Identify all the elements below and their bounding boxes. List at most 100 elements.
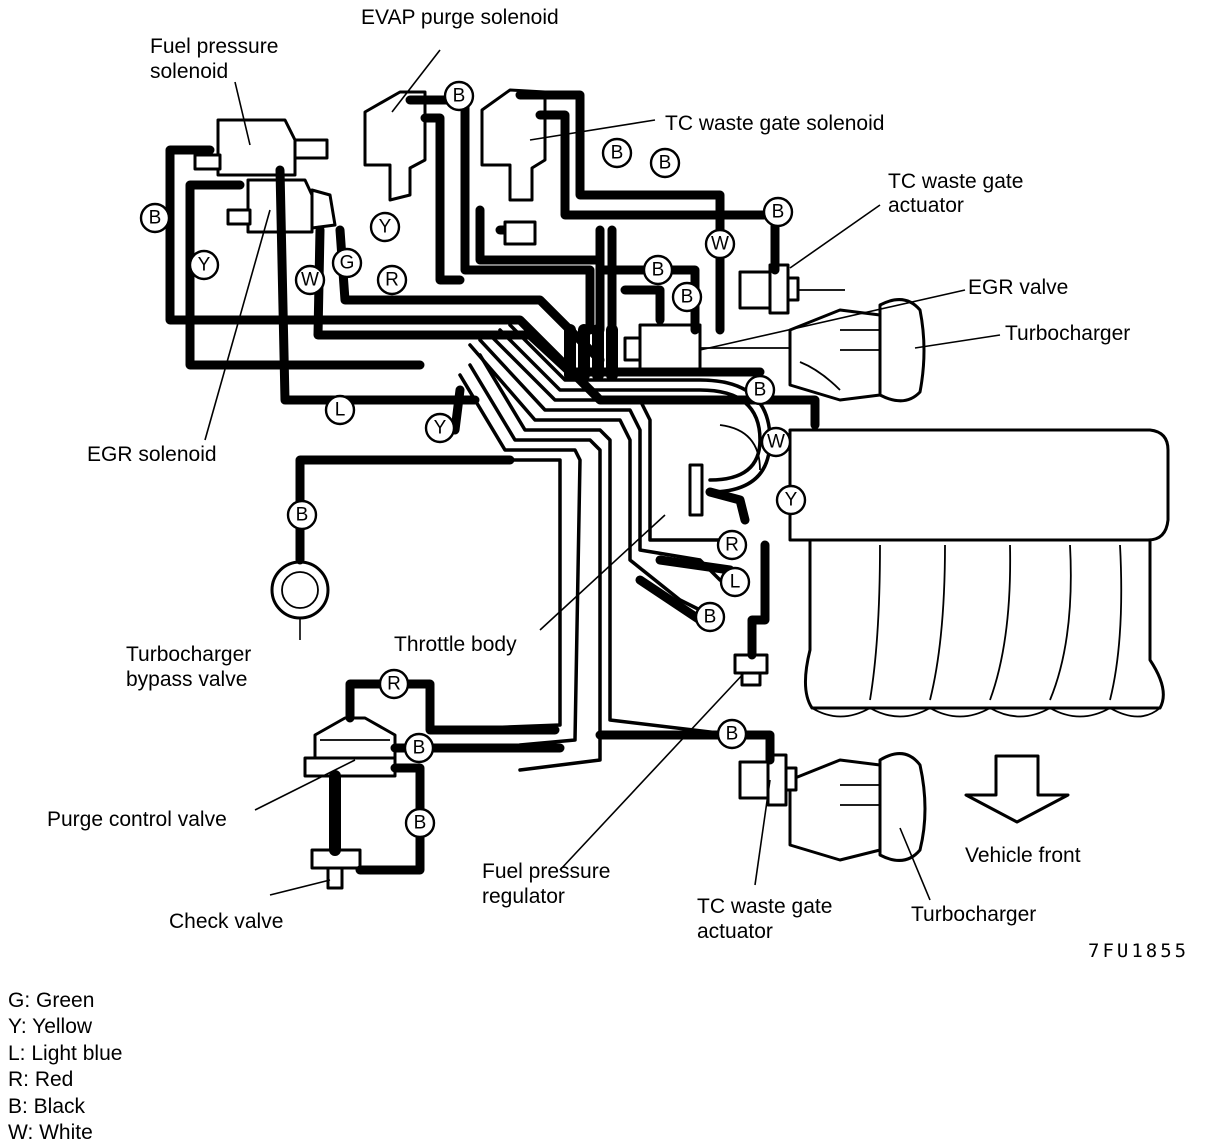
hose-tag-w: W bbox=[760, 426, 792, 458]
tc-waste-gate-actuator-lower bbox=[738, 753, 798, 807]
label-evap-purge-solenoid: EVAP purge solenoid bbox=[361, 6, 559, 29]
hose-tag-b: B bbox=[671, 281, 703, 313]
label-egr-solenoid: EGR solenoid bbox=[87, 443, 217, 466]
svg-text:Y: Y bbox=[785, 490, 798, 511]
label-fuel-pressure-solenoid-line1: Fuel pressure bbox=[150, 35, 278, 58]
hose-tag-g: G bbox=[331, 247, 363, 279]
svg-text:B: B bbox=[611, 143, 624, 164]
svg-text:W: W bbox=[767, 432, 785, 453]
legend-item: G: Green bbox=[8, 989, 95, 1012]
hose-tag-b: B bbox=[744, 374, 776, 406]
svg-text:G: G bbox=[340, 253, 355, 274]
label-vehicle-front: Vehicle front bbox=[965, 844, 1081, 867]
label-tc-waste-gate-solenoid: TC waste gate solenoid bbox=[665, 112, 884, 135]
hose-tag-b: B bbox=[601, 137, 633, 169]
hose-tags: B B B B B B B B B B B B B Y Y Y Y W W W … bbox=[139, 80, 807, 839]
hose-tag-b: B bbox=[649, 147, 681, 179]
label-throttle-body: Throttle body bbox=[394, 633, 517, 656]
label-egr-valve: EGR valve bbox=[968, 276, 1068, 299]
svg-text:R: R bbox=[387, 674, 401, 695]
label-tc-waste-gate-actuator-upper-line2: actuator bbox=[888, 194, 964, 217]
hose-tag-b: B bbox=[694, 601, 726, 633]
hose-tag-b: B bbox=[404, 807, 436, 839]
svg-text:Y: Y bbox=[379, 217, 392, 238]
svg-text:L: L bbox=[335, 400, 346, 421]
hose-tag-w: W bbox=[294, 264, 326, 296]
legend-item: Y: Yellow bbox=[8, 1015, 93, 1039]
label-fuel-pressure-regulator-line2: regulator bbox=[482, 885, 565, 908]
svg-text:B: B bbox=[413, 738, 426, 759]
turbocharger-lower bbox=[788, 752, 927, 862]
hose-tag-b: B bbox=[403, 732, 435, 764]
hose-tag-b: B bbox=[762, 196, 794, 228]
hose-tag-b: B bbox=[286, 499, 318, 531]
hose-tag-y: Y bbox=[775, 484, 807, 516]
hose-tag-b: B bbox=[642, 254, 674, 286]
svg-text:R: R bbox=[385, 270, 399, 291]
label-turbocharger-upper: Turbocharger bbox=[1005, 322, 1130, 345]
legend-item: W: White bbox=[8, 1121, 93, 1145]
tc-waste-gate-actuator-upper bbox=[738, 263, 845, 315]
check-valve bbox=[310, 848, 362, 890]
svg-text:R: R bbox=[725, 535, 739, 556]
hose-tag-w: W bbox=[704, 228, 736, 260]
hose-tag-y: Y bbox=[369, 211, 401, 243]
label-turbocharger-bypass-valve-line2: bypass valve bbox=[126, 668, 247, 691]
label-turbocharger-bypass-valve-line1: Turbocharger bbox=[126, 643, 251, 666]
hose-tag-b: B bbox=[139, 202, 171, 234]
legend-item: R: Red bbox=[8, 1068, 74, 1092]
label-tc-waste-gate-actuator-lower-line2: actuator bbox=[697, 920, 773, 943]
legend-item: B: Black bbox=[8, 1094, 86, 1118]
component-labels: EVAP purge solenoid Fuel pressure soleno… bbox=[47, 6, 1189, 962]
svg-text:B: B bbox=[296, 505, 309, 526]
legend-item: L: Light blue bbox=[8, 1041, 123, 1065]
svg-text:B: B bbox=[772, 202, 785, 223]
evap-purge-solenoid bbox=[363, 90, 427, 202]
vehicle-front-arrow bbox=[964, 754, 1070, 824]
hose-tag-l: L bbox=[324, 394, 356, 426]
svg-text:Y: Y bbox=[434, 418, 447, 439]
leader-lines bbox=[204, 49, 1001, 901]
label-tc-waste-gate-actuator-lower-line1: TC waste gate bbox=[697, 895, 832, 918]
svg-text:B: B bbox=[704, 607, 717, 628]
svg-text:B: B bbox=[414, 813, 427, 834]
turbocharger-bypass-valve bbox=[270, 560, 330, 620]
label-purge-control-valve: Purge control valve bbox=[47, 808, 227, 831]
figure-code: 7FU1855 bbox=[1088, 940, 1189, 962]
intake-manifold bbox=[788, 428, 1170, 718]
hose-tag-y: Y bbox=[188, 249, 220, 281]
hose-tag-r: R bbox=[378, 668, 410, 700]
hose-tag-r: R bbox=[376, 264, 408, 296]
color-legend: G: Green Y: Yellow L: Light blue R: Red … bbox=[8, 988, 122, 1146]
svg-text:W: W bbox=[711, 234, 729, 255]
label-check-valve: Check valve bbox=[169, 910, 283, 933]
svg-text:B: B bbox=[453, 86, 466, 107]
svg-text:B: B bbox=[754, 380, 767, 401]
turbocharger-upper bbox=[788, 298, 926, 403]
purge-control-valve bbox=[303, 716, 397, 778]
label-tc-waste-gate-actuator-upper-line1: TC waste gate bbox=[888, 170, 1023, 193]
label-fuel-pressure-regulator-line1: Fuel pressure bbox=[482, 860, 610, 883]
svg-text:W: W bbox=[301, 270, 319, 291]
fuel-pressure-regulator bbox=[733, 653, 769, 687]
hose-tag-l: L bbox=[719, 566, 751, 598]
svg-text:B: B bbox=[659, 153, 672, 174]
label-turbocharger-lower: Turbocharger bbox=[911, 903, 1036, 926]
throttle-body bbox=[688, 424, 761, 517]
svg-text:B: B bbox=[726, 724, 739, 745]
hose-tag-y: Y bbox=[424, 412, 456, 444]
hose-tag-b: B bbox=[716, 718, 748, 750]
label-fuel-pressure-solenoid-line2: solenoid bbox=[150, 60, 228, 83]
svg-text:B: B bbox=[149, 208, 162, 229]
hose-tag-r: R bbox=[716, 529, 748, 561]
svg-text:B: B bbox=[652, 260, 665, 281]
hose-tag-b: B bbox=[443, 80, 475, 112]
svg-text:B: B bbox=[681, 287, 694, 308]
hoses bbox=[165, 90, 820, 875]
svg-text:L: L bbox=[730, 572, 741, 593]
svg-text:Y: Y bbox=[198, 255, 211, 276]
tc-waste-gate-solenoid bbox=[480, 88, 547, 202]
fuel-pressure-solenoid bbox=[193, 118, 329, 177]
